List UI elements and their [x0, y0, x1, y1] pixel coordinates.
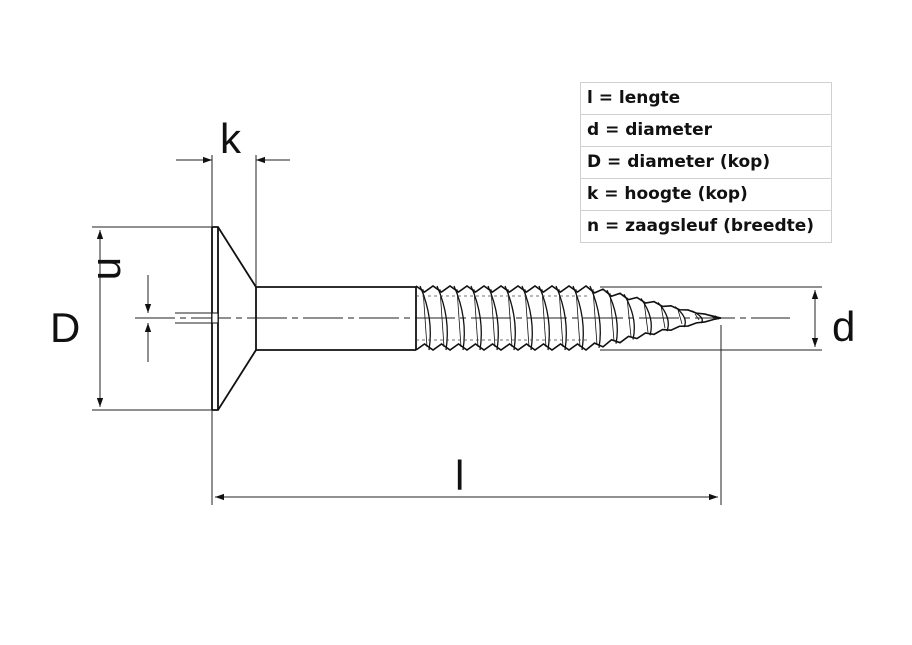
legend-row-D: D = diameter (kop) [581, 146, 831, 178]
legend-table: l = lengte d = diameter D = diameter (ko… [580, 82, 832, 243]
label-k: k [220, 115, 242, 162]
dimension-k: k [176, 115, 290, 287]
legend-row-l: l = lengte [587, 88, 681, 108]
screw-thread [415, 284, 722, 352]
legend-row-d: d = diameter [581, 114, 831, 146]
label-l: l [455, 452, 464, 499]
dimension-d: d [600, 286, 855, 351]
label-D: D [50, 304, 80, 351]
screw-shank [255, 286, 417, 351]
dimension-D: D [50, 226, 212, 411]
dimension-n: n [89, 257, 152, 362]
label-n: n [89, 257, 136, 280]
dimension-l: l [211, 325, 722, 505]
legend-row-k: k = hoogte (kop) [581, 178, 831, 210]
screw-head [175, 226, 257, 411]
label-d: d [832, 303, 855, 350]
legend-row-n: n = zaagsleuf (breedte) [581, 210, 831, 242]
